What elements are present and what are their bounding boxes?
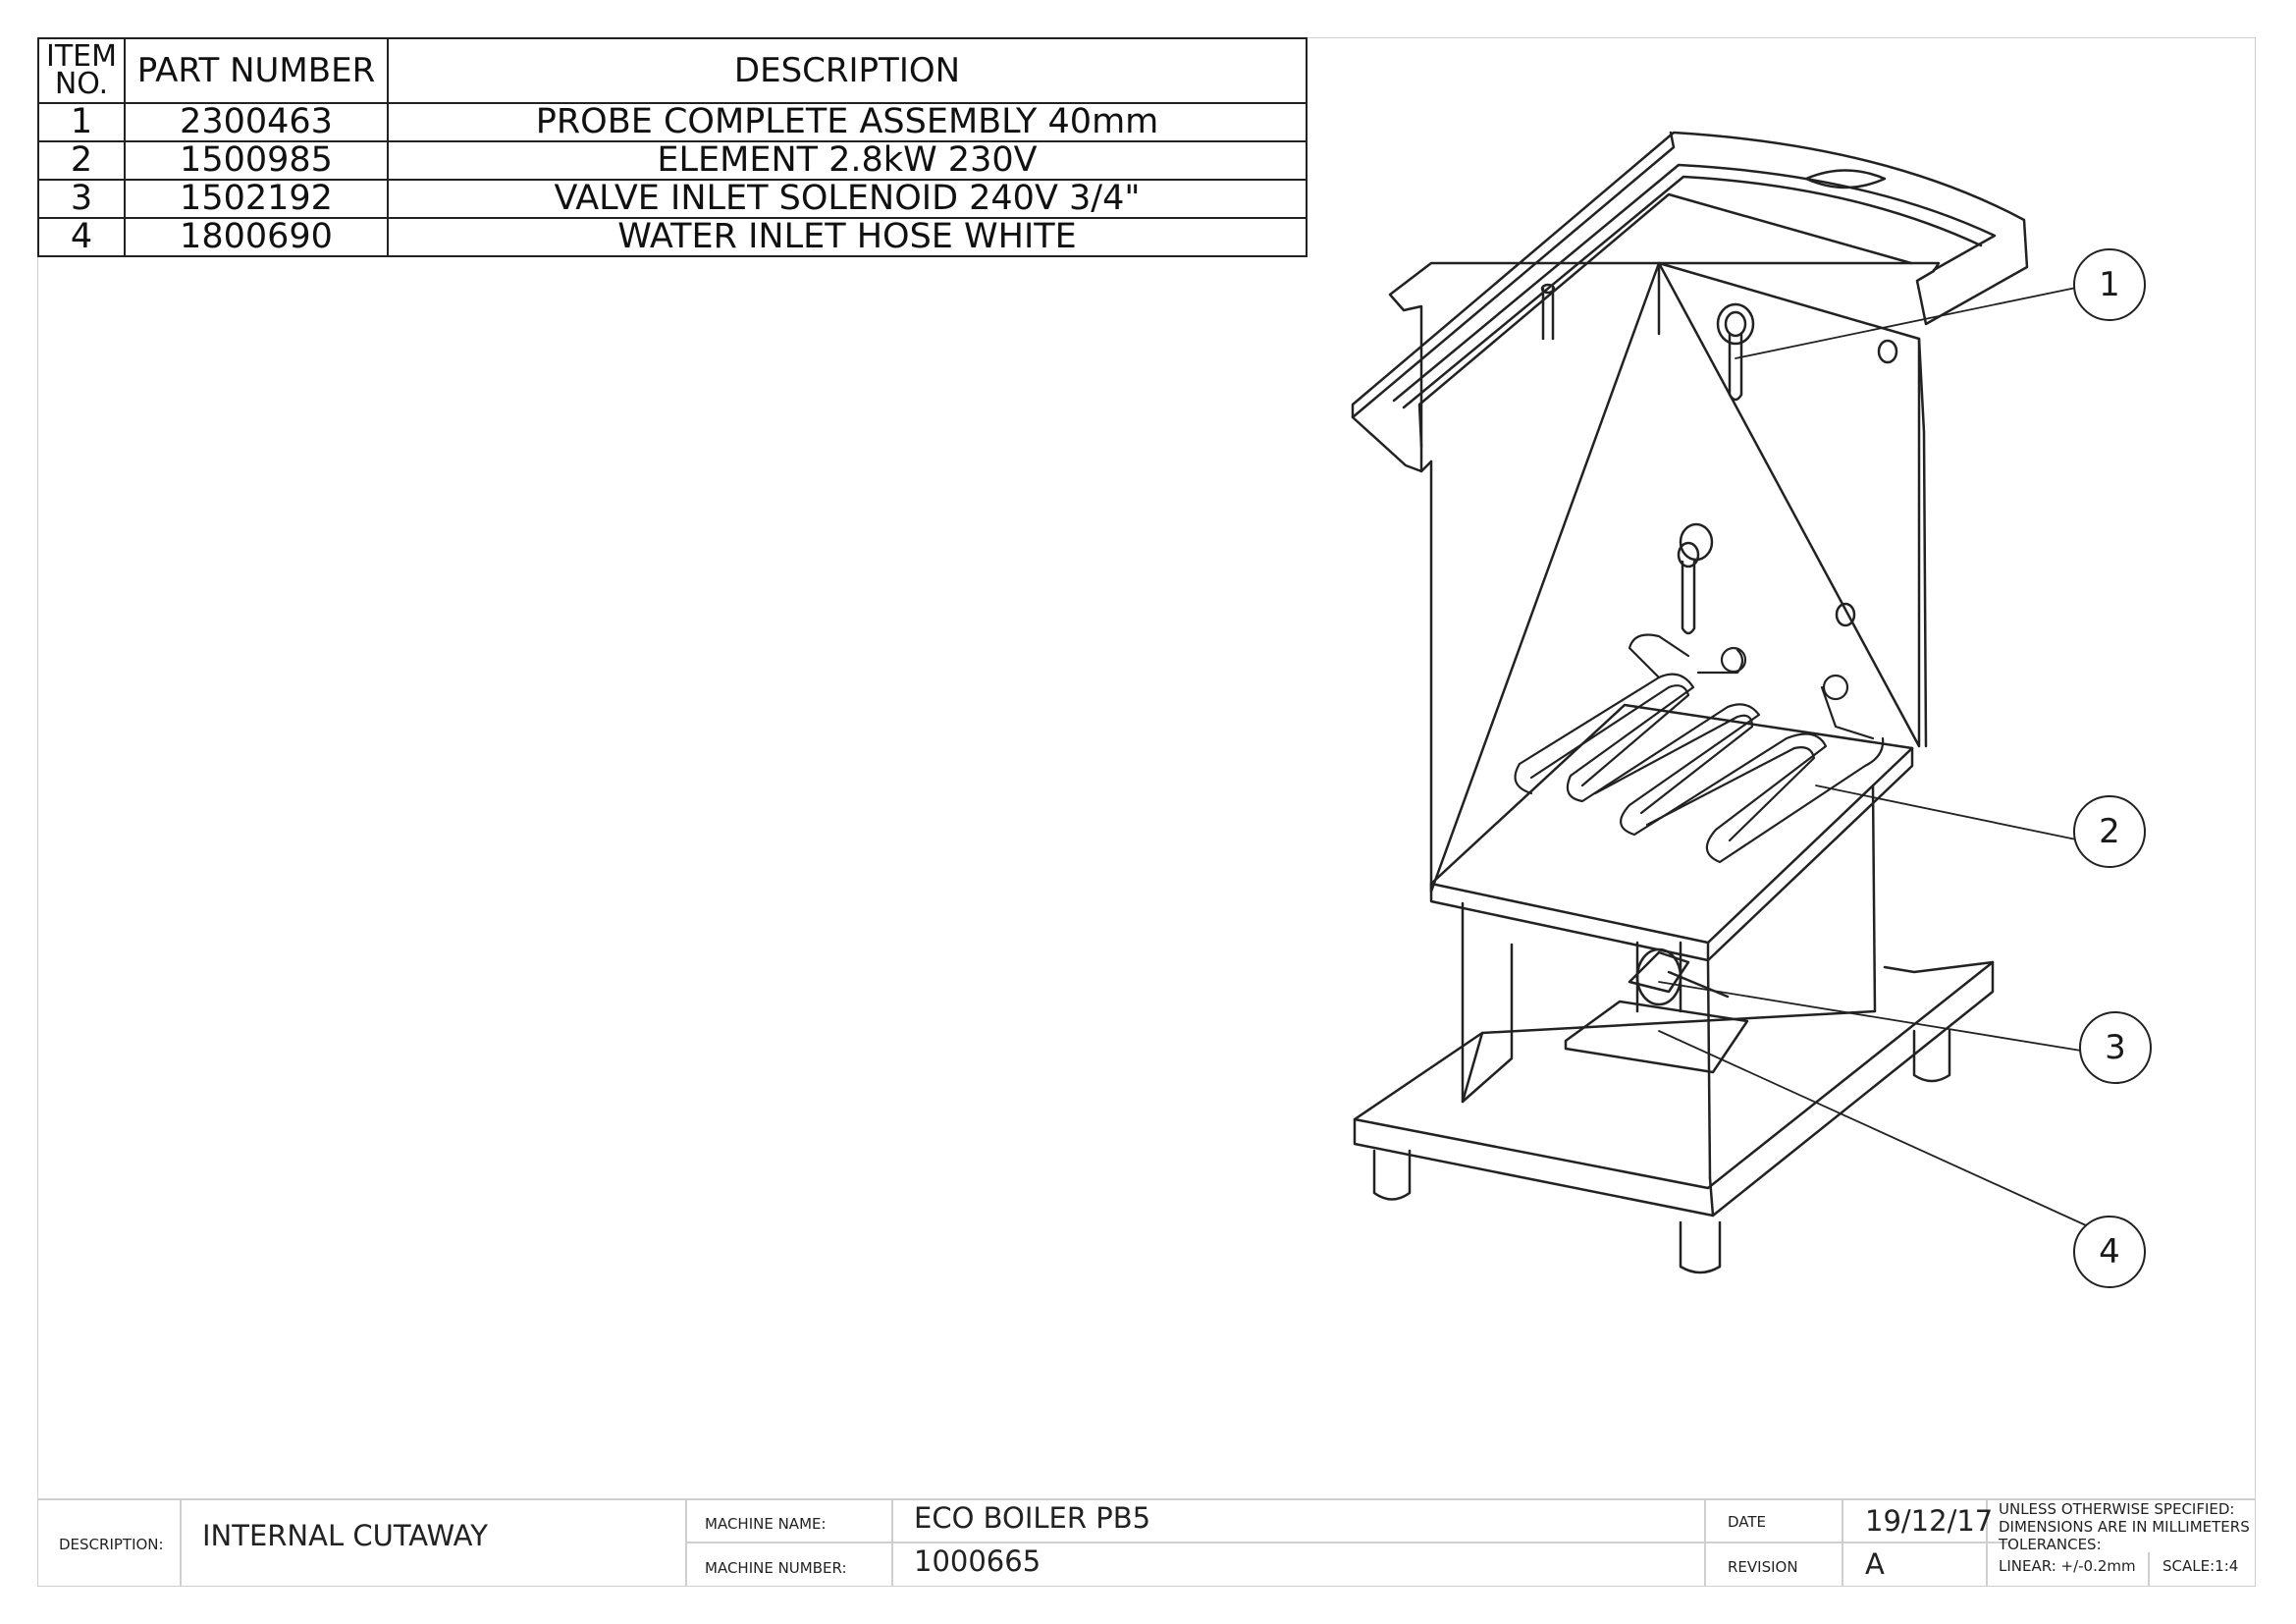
bom-row: 3 1502192 VALVE INLET SOLENOID 240V 3/4" bbox=[37, 179, 1308, 219]
bom-part-number: 1502192 bbox=[124, 179, 389, 219]
bom-header-part-number: PART NUMBER bbox=[124, 37, 389, 104]
bom-description: PROBE COMPLETE ASSEMBLY 40mm bbox=[387, 102, 1308, 142]
notes-line-3: TOLERANCES: bbox=[1999, 1536, 2102, 1553]
description-value: INTERNAL CUTAWAY bbox=[202, 1519, 488, 1552]
back-wall bbox=[1419, 261, 1928, 893]
title-block: DESCRIPTION: INTERNAL CUTAWAY MACHINE NA… bbox=[37, 1498, 2256, 1587]
machine-number-label: MACHINE NUMBER: bbox=[705, 1559, 847, 1577]
bom-row: 1 2300463 PROBE COMPLETE ASSEMBLY 40mm bbox=[37, 102, 1308, 142]
lid-frame bbox=[1351, 131, 2029, 473]
machine-name-label: MACHINE NAME: bbox=[705, 1515, 827, 1533]
bom-part-number: 2300463 bbox=[124, 102, 389, 142]
bom-item-no: 3 bbox=[37, 179, 126, 219]
feet bbox=[1372, 1029, 1951, 1274]
machine-name-value: ECO BOILER PB5 bbox=[914, 1501, 1151, 1535]
notes-line-1: UNLESS OTHERWISE SPECIFIED: bbox=[1999, 1500, 2235, 1518]
bom-description: ELEMENT 2.8kW 230V bbox=[387, 140, 1308, 181]
date-value: 19/12/17 bbox=[1865, 1504, 1994, 1538]
bom-row: 2 1500985 ELEMENT 2.8kW 230V bbox=[37, 140, 1308, 181]
bom-row: 4 1800690 WATER INLET HOSE WHITE bbox=[37, 217, 1308, 257]
bom-description: VALVE INLET SOLENOID 240V 3/4" bbox=[387, 179, 1308, 219]
bom-item-no: 2 bbox=[37, 140, 126, 181]
boiler-cutaway-drawing bbox=[1351, 131, 2087, 1274]
bom-description: WATER INLET HOSE WHITE bbox=[387, 217, 1308, 257]
date-label: DATE bbox=[1728, 1513, 1767, 1531]
heating-element bbox=[1514, 633, 1885, 864]
description-label: DESCRIPTION: bbox=[59, 1536, 164, 1553]
machine-number-value: 1000665 bbox=[914, 1544, 1041, 1578]
bom-item-no: 4 bbox=[37, 217, 126, 257]
revision-label: REVISION bbox=[1728, 1558, 1798, 1576]
bom-part-number: 1500985 bbox=[124, 140, 389, 181]
base-frame bbox=[1353, 784, 1995, 1218]
tolerance-linear: LINEAR: +/-0.2mm bbox=[1999, 1557, 2136, 1575]
balloon-item-1: 1 bbox=[2073, 248, 2146, 321]
bom-item-no: 1 bbox=[37, 102, 126, 142]
balloon-item-2: 2 bbox=[2073, 795, 2146, 868]
probe-assembly bbox=[1540, 283, 1898, 635]
leader-lines bbox=[1658, 287, 2087, 1226]
bom-header-description: DESCRIPTION bbox=[387, 37, 1308, 104]
revision-value: A bbox=[1865, 1547, 1885, 1581]
scale: SCALE:1:4 bbox=[2163, 1557, 2239, 1575]
balloon-item-4: 4 bbox=[2073, 1216, 2146, 1288]
bom-part-number: 1800690 bbox=[124, 217, 389, 257]
solenoid-valve bbox=[1564, 941, 1749, 1074]
notes-line-2: DIMENSIONS ARE IN MILLIMETERS bbox=[1999, 1518, 2250, 1536]
balloon-item-3: 3 bbox=[2079, 1011, 2152, 1084]
